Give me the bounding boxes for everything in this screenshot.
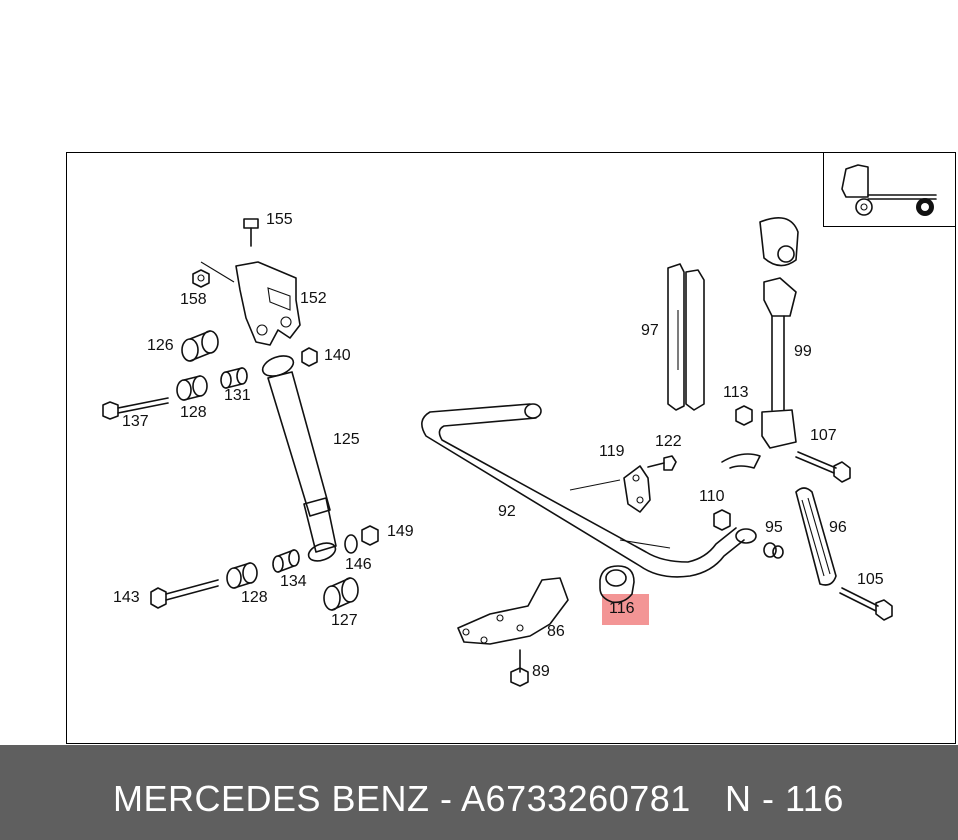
bushing-95-icon — [763, 542, 784, 559]
callout-113: 113 — [723, 384, 749, 401]
bushing-128-lower-icon — [226, 562, 258, 589]
truck-silhouette-icon — [841, 164, 937, 216]
callout-155: 155 — [266, 211, 293, 228]
callout-97: 97 — [641, 322, 659, 339]
callout-99: 99 — [794, 343, 812, 360]
bolt-155-icon — [243, 218, 259, 247]
callout-95: 95 — [765, 519, 783, 536]
bracket-152-icon — [235, 261, 301, 346]
nut-158-icon — [192, 261, 235, 288]
callout-128-lower: 128 — [241, 589, 268, 606]
vehicle-location-inset — [823, 152, 956, 227]
parts-diagram-frame — [66, 152, 956, 744]
nut-140-icon — [301, 347, 318, 367]
callout-86: 86 — [547, 623, 565, 640]
bolt-122-icon — [647, 455, 677, 471]
callout-92: 92 — [498, 503, 516, 520]
callout-125: 125 — [333, 431, 360, 448]
sleeve-134-icon — [272, 549, 300, 573]
washer-146-icon — [344, 534, 358, 554]
callout-137: 137 — [122, 413, 149, 430]
callout-122: 122 — [655, 433, 682, 450]
exploded-parts-drawing — [102, 216, 893, 687]
callout-131: 131 — [224, 387, 251, 404]
nut-149-icon — [361, 525, 379, 546]
bushing-126-icon — [181, 330, 219, 362]
callout-140: 140 — [324, 347, 351, 364]
callout-126: 126 — [147, 337, 174, 354]
bolt-105-icon — [839, 587, 893, 621]
callout-89: 89 — [532, 663, 550, 680]
bolt-137-icon — [102, 397, 169, 420]
callout-152: 152 — [300, 290, 327, 307]
bolt-107-icon — [795, 451, 851, 483]
link-96-icon — [795, 487, 837, 586]
callout-110: 110 — [699, 488, 725, 505]
callout-149: 149 — [387, 523, 414, 540]
callout-134: 134 — [280, 573, 307, 590]
callout-96: 96 — [829, 519, 847, 536]
link-99-icon — [759, 216, 799, 449]
stabilizer-bar-92-icon — [421, 403, 757, 578]
bolt-143-icon — [150, 579, 219, 609]
callout-128-upper: 128 — [180, 404, 207, 421]
shock-absorber-125-icon — [261, 355, 337, 562]
bracket-97-icon — [667, 263, 705, 411]
sleeve-131-icon — [220, 367, 248, 389]
bushing-116-icon — [599, 565, 635, 604]
callout-158: 158 — [180, 291, 207, 308]
mount-bracket-86-icon — [457, 577, 569, 645]
nut-113-icon — [735, 405, 753, 426]
callout-146: 146 — [345, 556, 372, 573]
nut-110-icon — [713, 509, 731, 531]
clamp-119-icon — [623, 465, 651, 513]
callout-116: 116 — [609, 600, 635, 617]
callout-119: 119 — [599, 443, 625, 460]
brand-part-number: MERCEDES BENZ - A6733260781 — [113, 778, 691, 819]
callout-107: 107 — [810, 427, 837, 444]
part-number-footer: MERCEDES BENZ - A6733260781 N - 116 — [0, 745, 958, 840]
link-end-icon — [721, 453, 761, 469]
bolt-89-icon — [510, 649, 529, 687]
callout-127: 127 — [331, 612, 358, 629]
bushing-128-upper-icon — [176, 375, 208, 401]
callout-143: 143 — [113, 589, 140, 606]
callout-105: 105 — [857, 571, 884, 588]
diagram-reference: N - 116 — [725, 778, 844, 819]
bushing-127-icon — [323, 577, 359, 611]
